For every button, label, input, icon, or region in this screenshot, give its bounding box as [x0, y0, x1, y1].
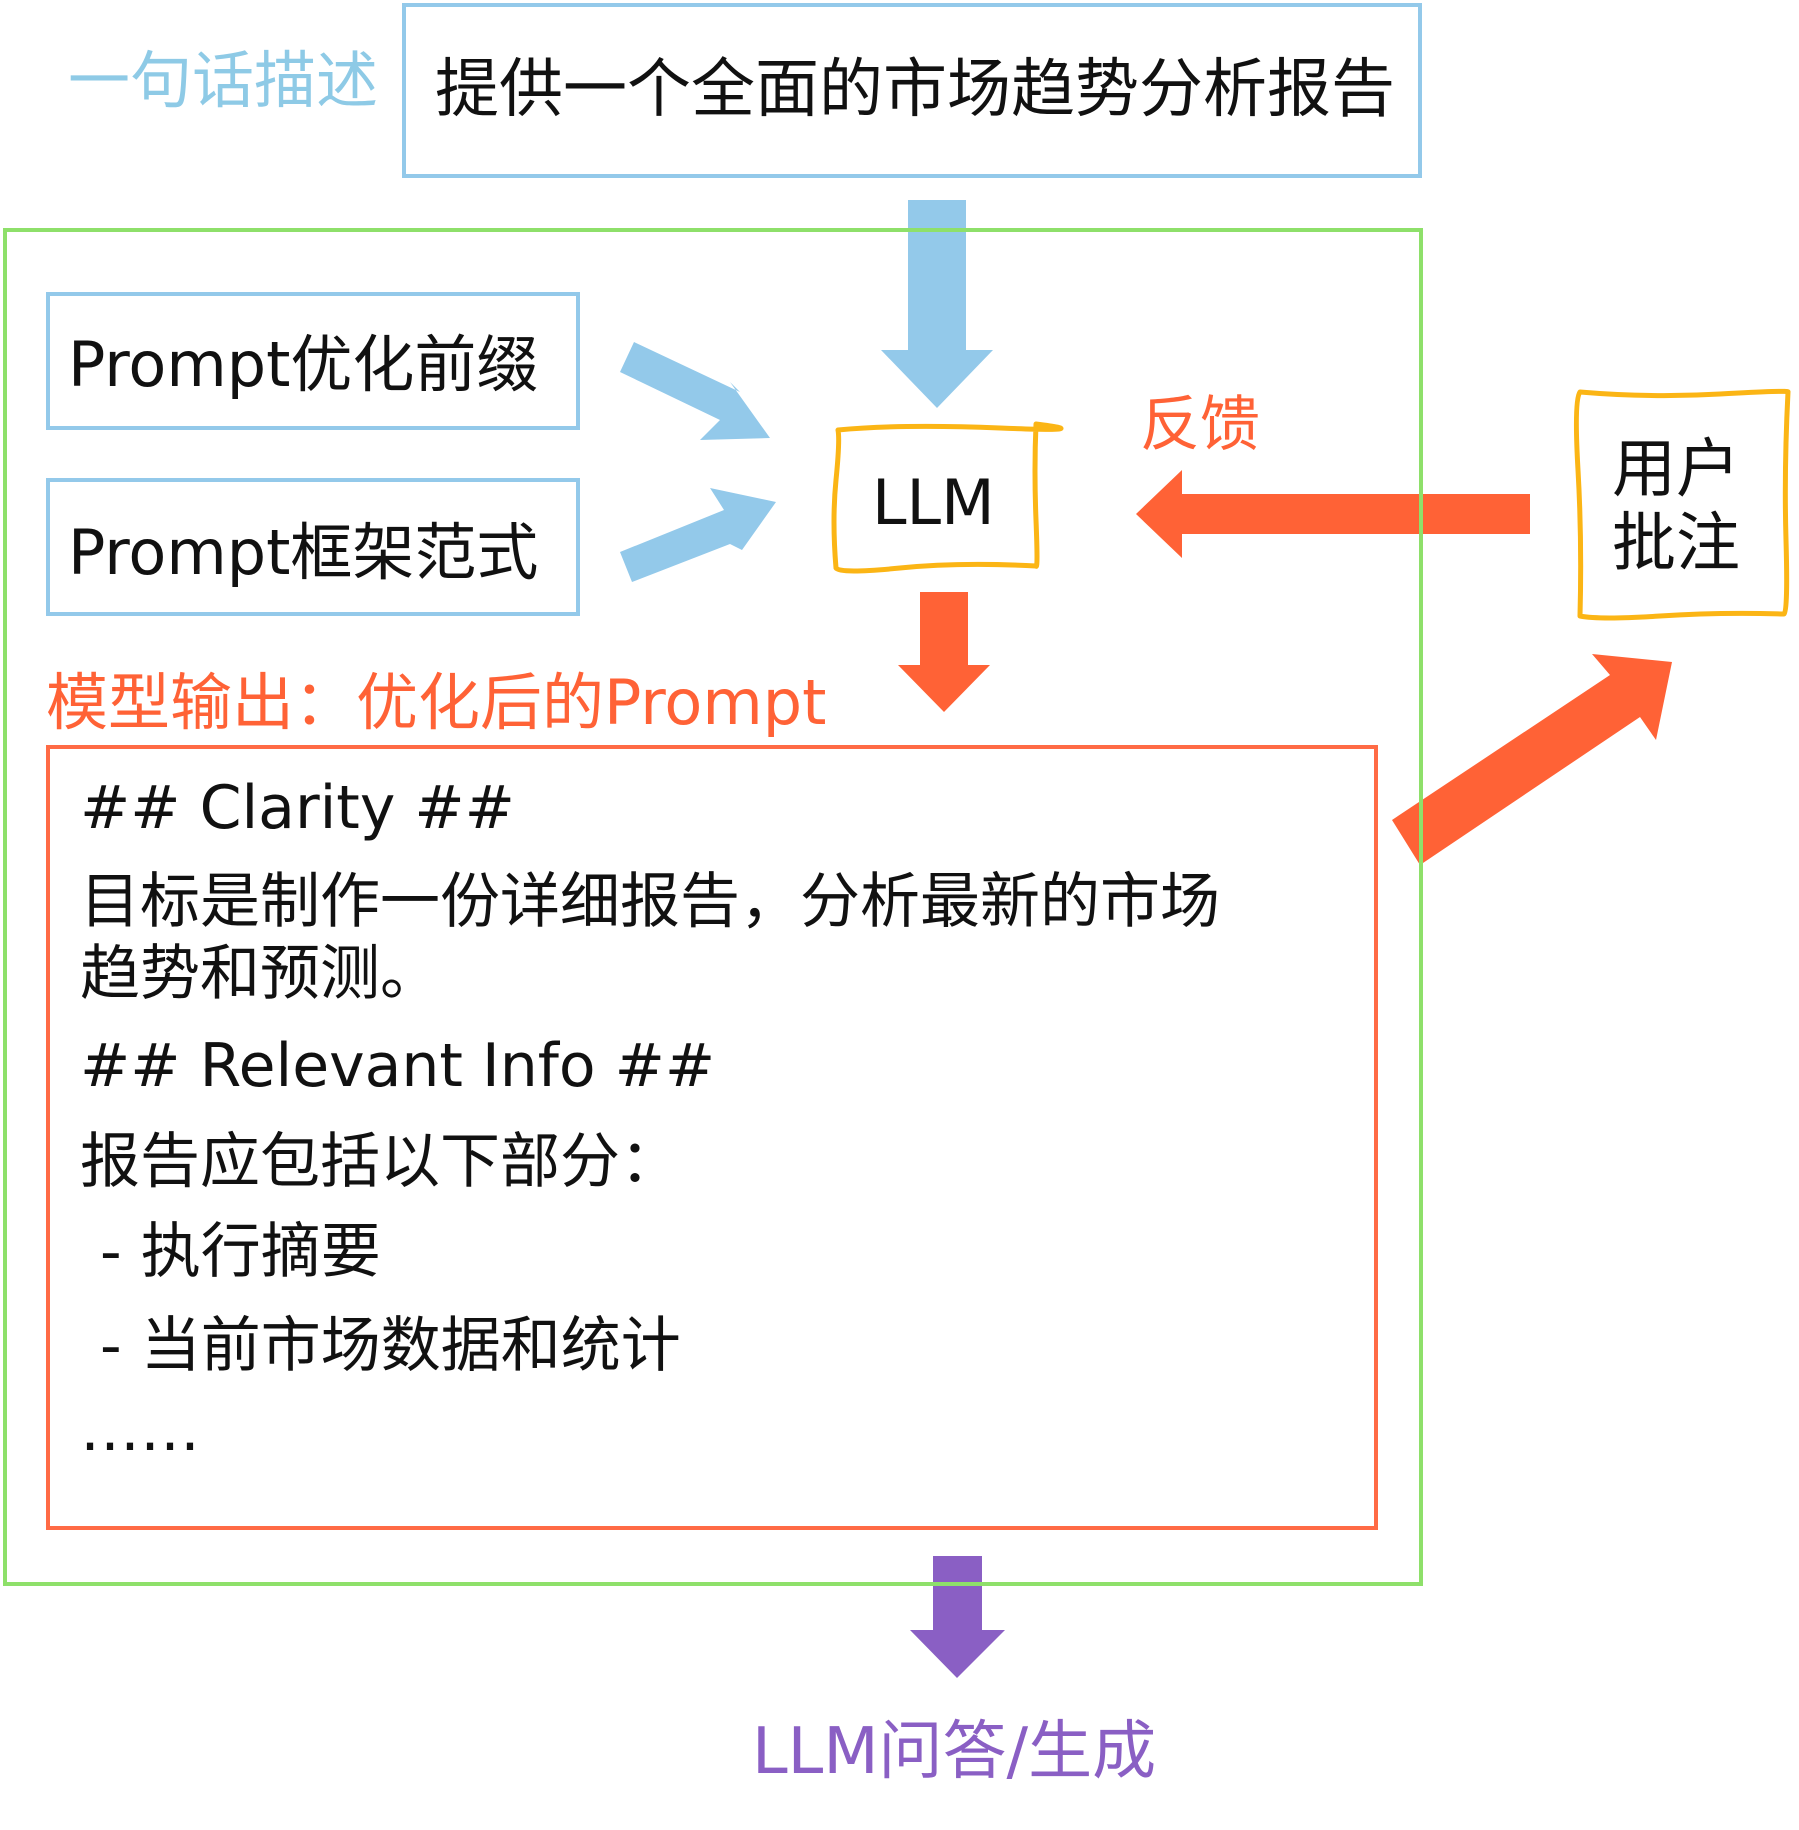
- framework-to-llm-arrow: [620, 488, 776, 582]
- output-line: 目标是制作一份详细报告，分析最新的市场: [80, 867, 1220, 937]
- input-description-label: 一句话描述: [68, 44, 379, 117]
- prompt-prefix-box: [46, 292, 580, 430]
- output-line: 趋势和预测。: [80, 939, 440, 1009]
- final-llm-generation-label: LLM问答/生成: [752, 1715, 1157, 1789]
- feedback-arrow: [1136, 470, 1530, 558]
- prompt-prefix-text: Prompt优化前缀: [68, 328, 539, 401]
- prompt-framework-text: Prompt框架范式: [68, 516, 539, 589]
- prefix-to-llm-arrow: [620, 342, 770, 440]
- input-box: [402, 3, 1422, 178]
- output-line: - 执行摘要: [100, 1217, 381, 1287]
- output-to-user-arrow: [1392, 654, 1672, 865]
- model-output-label: 模型输出：优化后的Prompt: [46, 666, 827, 739]
- llm-box: [831, 421, 1064, 574]
- input-text: 提供一个全面的市场趋势分析报告: [435, 53, 1395, 127]
- output-line: - 当前市场数据和统计: [100, 1311, 681, 1381]
- output-line: 报告应包括以下部分：: [80, 1127, 680, 1197]
- user-annotation-line-1: 用户: [1612, 433, 1740, 507]
- user-annotation-line-2: 批注: [1612, 507, 1740, 581]
- output-line: ……: [80, 1395, 200, 1465]
- output-line: ## Clarity ##: [80, 773, 515, 843]
- prompt-framework-box: [46, 478, 580, 616]
- optimized-prompt-box: [46, 745, 1378, 1530]
- optimizer-frame: [3, 228, 1423, 1586]
- output-line: ## Relevant Info ##: [80, 1031, 716, 1101]
- feedback-label: 反馈: [1140, 390, 1260, 460]
- output-to-final-arrow: [910, 1556, 1005, 1678]
- user-annotation-box: [1573, 388, 1791, 621]
- llm-label: LLM: [872, 466, 995, 539]
- input-to-llm-arrow: [881, 200, 993, 408]
- llm-to-output-arrow: [898, 592, 990, 712]
